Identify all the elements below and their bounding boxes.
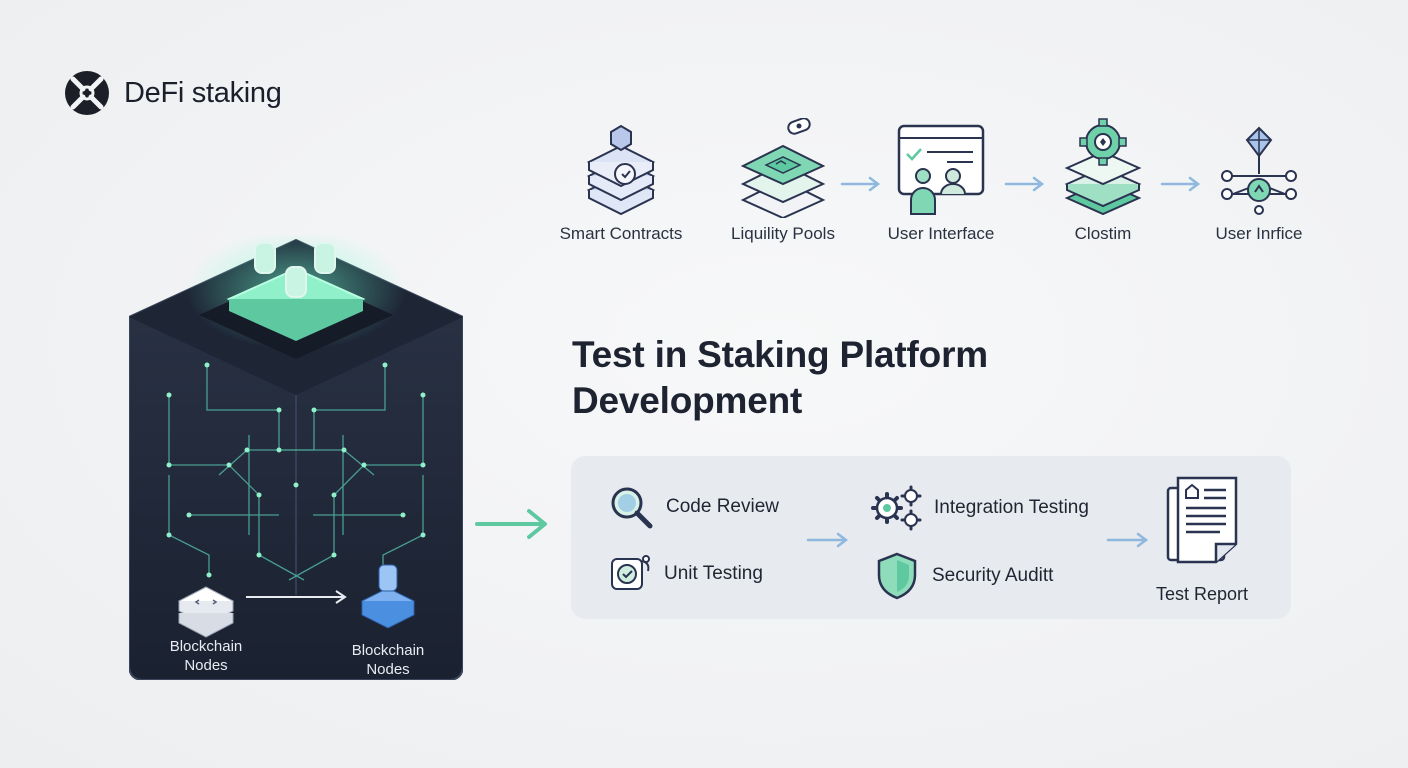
test-item-unit-testing: Unit Testing (608, 553, 763, 595)
defi-logo-icon (65, 71, 109, 115)
unit-test-icon (611, 555, 650, 590)
smart-contracts-stack-icon (586, 124, 656, 216)
pipeline-step-clostim: Clostim (1018, 118, 1188, 244)
test-report-label: Test Report (1155, 584, 1249, 604)
user-interface-screen-icon (897, 124, 985, 215)
node-label-left: Blockchain Nodes (131, 637, 281, 675)
unit-testing-label: Unit Testing (664, 563, 763, 584)
blockchain-cube (129, 235, 463, 680)
test-item-code-review: Code Review (608, 484, 779, 530)
pipeline-step-liquidity-pools: Liquility Pools (698, 118, 868, 244)
test-arrow-2 (1106, 532, 1149, 548)
pipeline-step-user-inrfice: User Inrfice (1174, 118, 1344, 244)
gears-icon (871, 485, 922, 531)
integration-testing-label: Integration Testing (934, 497, 1089, 518)
node-label-right-line2: Nodes (366, 661, 410, 678)
page-title: Test in Staking Platform Development (572, 332, 988, 424)
node-label-left-line2: Nodes (184, 657, 228, 674)
test-item-security-audit: Security Auditt (874, 551, 1053, 601)
connector-arrow (475, 509, 547, 539)
pipeline-step-label: Clostim (1074, 224, 1132, 243)
test-report-document-icon (1166, 476, 1238, 564)
title-line-1: Test in Staking Platform (572, 334, 988, 375)
pipeline-arrow-2 (1004, 176, 1045, 192)
node-label-left-line1: Blockchain (169, 638, 243, 655)
test-arrow-1 (806, 532, 849, 548)
liquidity-pools-layers-icon (740, 118, 826, 218)
pipeline-step-label: Smart Contracts (559, 224, 683, 243)
shield-icon (877, 552, 917, 600)
magnifier-icon (611, 487, 653, 529)
blockchain-node-blue-icon (360, 564, 416, 629)
title-line-2: Development (572, 380, 803, 421)
pipeline-arrow-1 (840, 176, 881, 192)
security-audit-label: Security Auditt (932, 565, 1054, 586)
network-nodes-icon (1221, 126, 1297, 215)
brand-name: DeFi staking (124, 76, 282, 109)
node-label-right-line1: Blockchain (351, 642, 425, 659)
pipeline-arrow-3 (1160, 176, 1201, 192)
brand: DeFi staking (64, 70, 282, 116)
pipeline-step-label: User Interface (887, 224, 995, 243)
pipeline-step-label: Liquility Pools (731, 224, 835, 243)
code-review-label: Code Review (666, 496, 779, 517)
pipeline-step-user-interface: User Interface (856, 118, 1026, 244)
test-item-integration-testing: Integration Testing (870, 484, 1089, 532)
pipeline-step-label: User Inrfice (1215, 224, 1303, 243)
node-label-right: Blockchain Nodes (313, 641, 463, 679)
blockchain-node-white-icon (177, 586, 235, 638)
pipeline-step-smart-contracts: Smart Contracts (536, 118, 706, 244)
gear-stack-icon (1064, 118, 1142, 216)
